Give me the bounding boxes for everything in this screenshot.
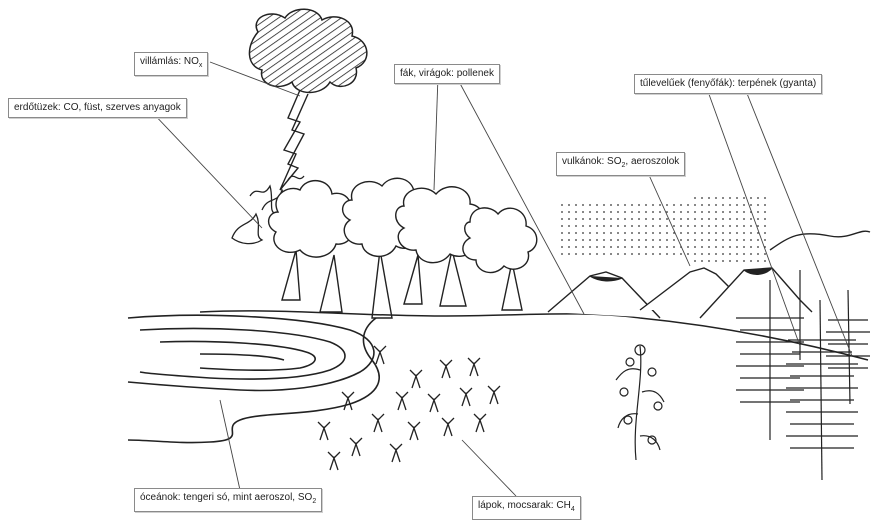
label-oceans: óceánok: tengeri só, mint aeroszol, SO2 <box>134 488 322 512</box>
volcanoes <box>548 196 870 318</box>
deciduous-trees <box>269 178 537 318</box>
label-trees: fák, virágok: pollenek <box>394 64 500 84</box>
storm-cloud <box>249 9 366 92</box>
label-trees-text: fák, virágok: pollenek <box>400 68 494 79</box>
label-lightning-text: villámlás: NO <box>140 56 199 67</box>
lightning-bolt <box>280 90 308 190</box>
label-volcanoes-tail: , aeroszolok <box>625 156 679 167</box>
label-swamps-text: lápok, mocsarak: CH <box>478 500 571 511</box>
label-volcanoes-text: vulkánok: SO <box>562 156 621 167</box>
label-oceans-text: óceánok: tengeri só, mint aeroszol, SO <box>140 492 312 503</box>
label-swamps: lápok, mocsarak: CH4 <box>472 496 581 520</box>
ocean-waves <box>128 315 379 442</box>
label-lightning-sub: x <box>199 62 203 69</box>
label-fires-text: erdőtüzek: CO, füst, szerves anyagok <box>14 102 181 113</box>
label-conifers-text: tűlevelűek (fenyőfák): terpének (gyanta) <box>640 78 816 89</box>
flowering-plant <box>616 345 664 460</box>
label-fires: erdőtüzek: CO, füst, szerves anyagok <box>8 98 187 118</box>
label-conifers: tűlevelűek (fenyőfák): terpének (gyanta) <box>634 74 822 94</box>
label-swamps-sub: 4 <box>571 506 575 513</box>
label-oceans-sub: 2 <box>312 498 316 505</box>
label-lightning: villámlás: NOx <box>134 52 208 76</box>
label-volcanoes: vulkánok: SO2, aeroszolok <box>556 152 685 176</box>
